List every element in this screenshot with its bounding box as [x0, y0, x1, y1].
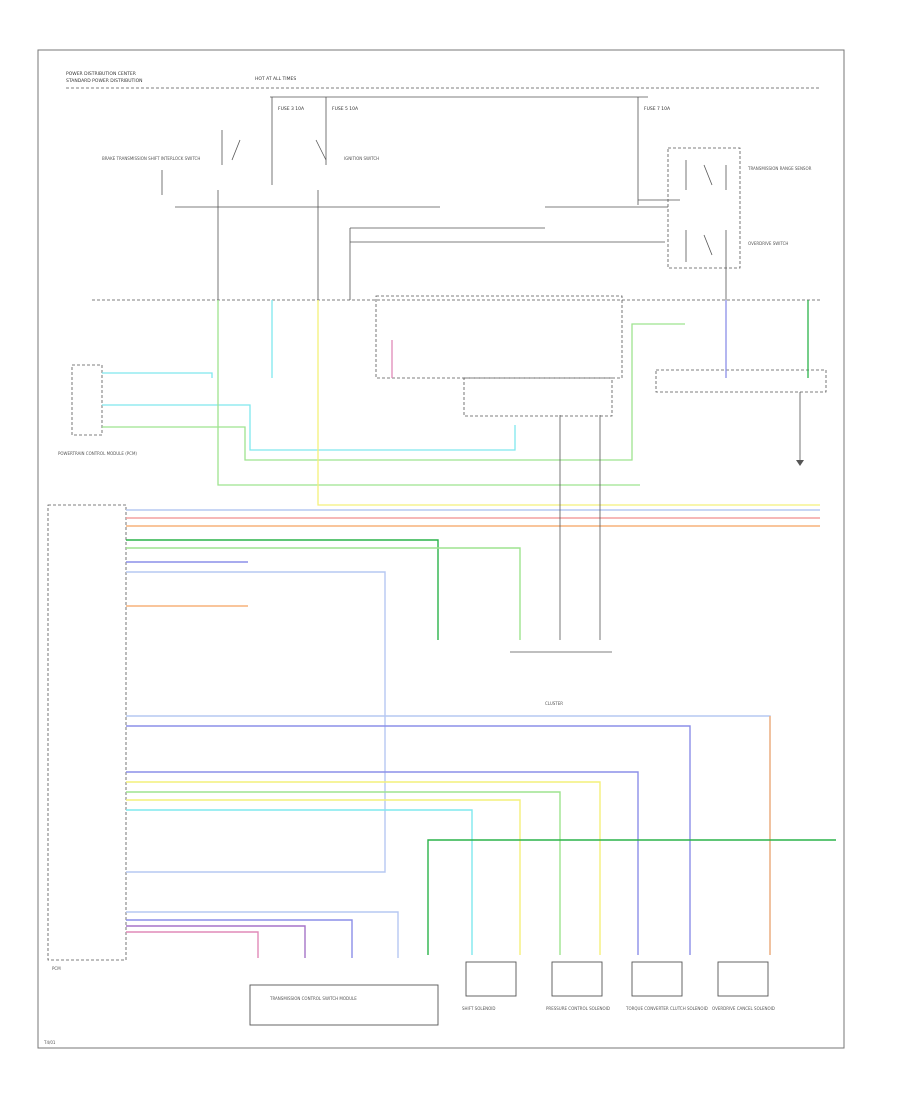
bottom-module [249, 984, 439, 1026]
middle-module [375, 295, 623, 379]
wire-green-loop [217, 300, 640, 486]
solenoid-4-label: OVERDRIVE CANCEL SOLENOID [712, 1006, 775, 1011]
wire-yellow-mid [126, 781, 601, 955]
wire-green-mid [102, 323, 685, 461]
bottom-module-label: TRANSMISSION CONTROL SWITCH MODULE [269, 996, 357, 1001]
wire-green-long [427, 839, 836, 955]
solenoid-3 [631, 961, 683, 997]
solenoid-2 [551, 961, 603, 997]
solenoid-1-label: SHIFT SOLENOID [462, 1006, 496, 1011]
tr-sensor-label: TRANSMISSION RANGE SENSOR [747, 166, 812, 171]
wire-lightblue-2 [126, 911, 399, 958]
footer-page-code: T4/01 [43, 1040, 56, 1045]
header-hot-at-all-times: HOT AT ALL TIMES [255, 76, 296, 82]
solenoid-4 [717, 961, 769, 997]
wire-blue-mid-1 [126, 715, 771, 955]
transmission-range-sensor [667, 147, 741, 269]
wire-purple-1 [126, 919, 353, 958]
ignition-label: IGNITION SWITCH [344, 156, 379, 161]
pcm-connector [47, 504, 127, 961]
cluster-box [463, 377, 613, 417]
wire-cyan-top [102, 372, 213, 378]
overdrive-switch-label: OVERDRIVE SWITCH [748, 241, 788, 246]
header-power-distribution: POWER DISTRIBUTION CENTER [66, 71, 136, 77]
wire-cyan-mid [102, 404, 516, 451]
left-connector-block [71, 364, 103, 436]
left-module-label: POWERTRAIN CONTROL MODULE (PCM) [58, 451, 137, 456]
diagram-frame [37, 49, 845, 1049]
solenoid-2-label: PRESSURE CONTROL SOLENOID [546, 1006, 610, 1011]
right-sensor-box [655, 369, 827, 393]
fuse-2-label: FUSE 5 10A [332, 106, 359, 112]
fuse-3-label: FUSE 7 10A [644, 106, 671, 112]
solenoid-1 [465, 961, 517, 997]
cluster-label: CLUSTER [545, 701, 563, 706]
wire-blue-mid-3 [126, 771, 639, 955]
brake-switch-label: BRAKE TRANSMISSION SHIFT INTERLOCK SWITC… [102, 156, 200, 161]
wire-yellow-mid-2 [126, 799, 521, 955]
wire-yellow-pcm [317, 300, 820, 506]
pcm-label: PCM [52, 966, 61, 971]
header-standard-distribution: STANDARD POWER DISTRIBUTION [66, 78, 143, 84]
wire-purple-2 [126, 925, 306, 958]
wire-lightgreen-mid [126, 791, 561, 955]
wire-pink-1 [126, 931, 259, 958]
wire-cyan-mid-2 [126, 809, 473, 955]
wire-green-1 [126, 539, 439, 640]
wire-green-2 [126, 547, 521, 640]
wire-lightblue [126, 571, 386, 873]
ground-symbol [796, 460, 804, 466]
fuse-1-label: FUSE 3 10A [278, 106, 305, 112]
solenoid-3-label: TORQUE CONVERTER CLUTCH SOLENOID [625, 1006, 708, 1011]
wire-blue-mid-2 [126, 725, 691, 955]
